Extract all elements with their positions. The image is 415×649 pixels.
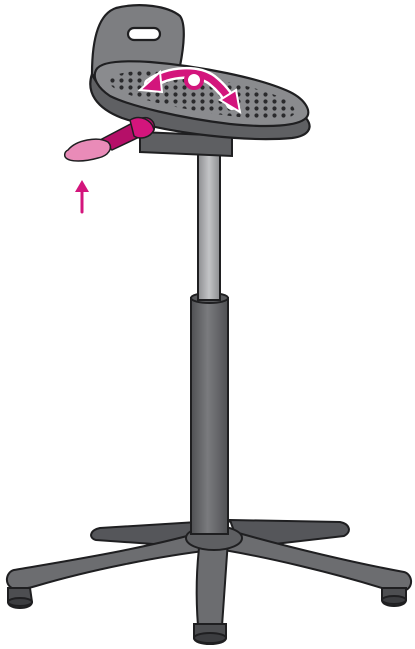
gas-cylinder xyxy=(191,293,228,534)
column xyxy=(198,150,220,300)
arrow-up-icon xyxy=(75,180,89,212)
star-base xyxy=(7,520,411,626)
